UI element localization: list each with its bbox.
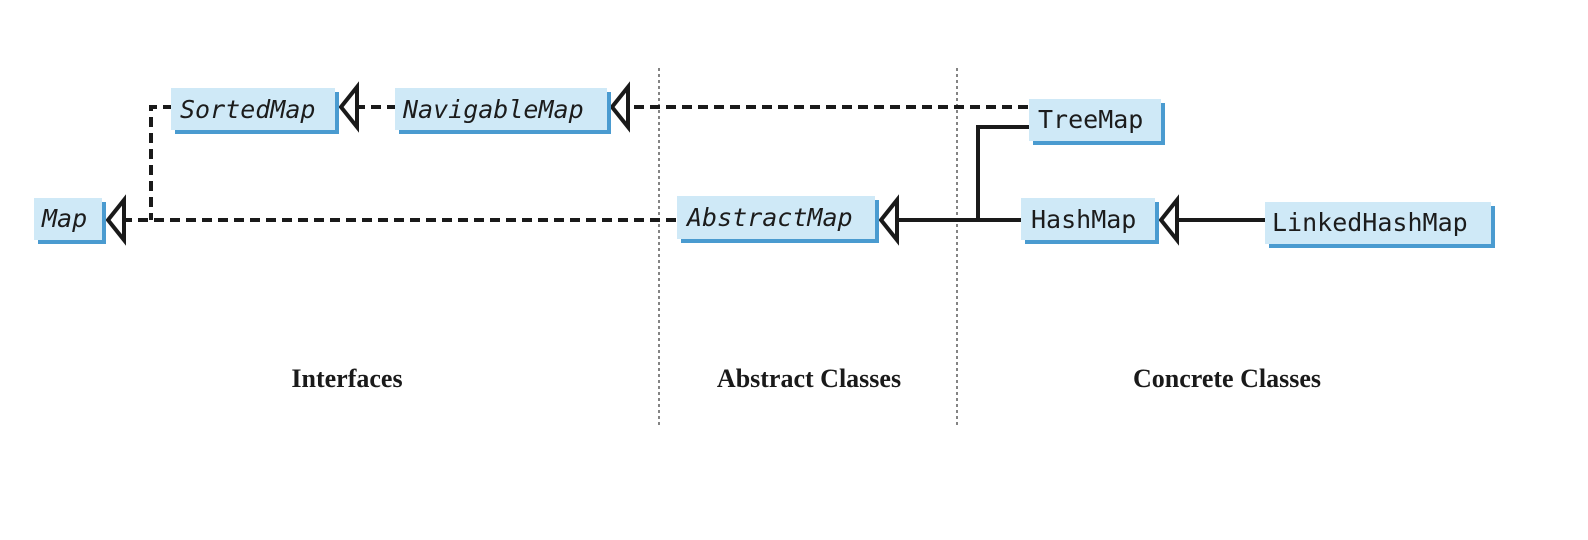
- node-sortedmap-label: SortedMap: [180, 95, 315, 124]
- node-map: Map: [34, 198, 106, 244]
- node-hashmap-label: HashMap: [1031, 205, 1136, 234]
- node-navigablemap: NavigableMap: [395, 88, 611, 134]
- connector-treemap-to-abstractmap: [976, 125, 1030, 220]
- section-label-interfaces: Interfaces: [291, 364, 402, 393]
- node-treemap-label: TreeMap: [1038, 105, 1143, 134]
- node-linkedhashmap-label: LinkedHashMap: [1272, 208, 1468, 237]
- node-linkedhashmap: LinkedHashMap: [1265, 202, 1495, 248]
- node-abstractmap: AbstractMap: [677, 196, 879, 243]
- section-label-abstract-classes: Abstract Classes: [717, 364, 901, 393]
- arrowhead-hashmap: [1158, 194, 1179, 246]
- node-treemap: TreeMap: [1029, 99, 1165, 145]
- arrowhead-navigablemap: [609, 81, 630, 133]
- node-abstractmap-label: AbstractMap: [685, 203, 853, 232]
- arrowhead-abstractmap: [878, 194, 899, 246]
- arrowhead-map: [105, 194, 126, 246]
- connector-sortedmap-to-map: [149, 105, 173, 220]
- node-sortedmap: SortedMap: [171, 88, 339, 134]
- arrowhead-sortedmap: [338, 81, 359, 133]
- node-map-label: Map: [41, 204, 87, 233]
- node-hashmap: HashMap: [1021, 198, 1159, 244]
- section-label-concrete-classes: Concrete Classes: [1133, 364, 1321, 393]
- node-navigablemap-label: NavigableMap: [402, 95, 584, 124]
